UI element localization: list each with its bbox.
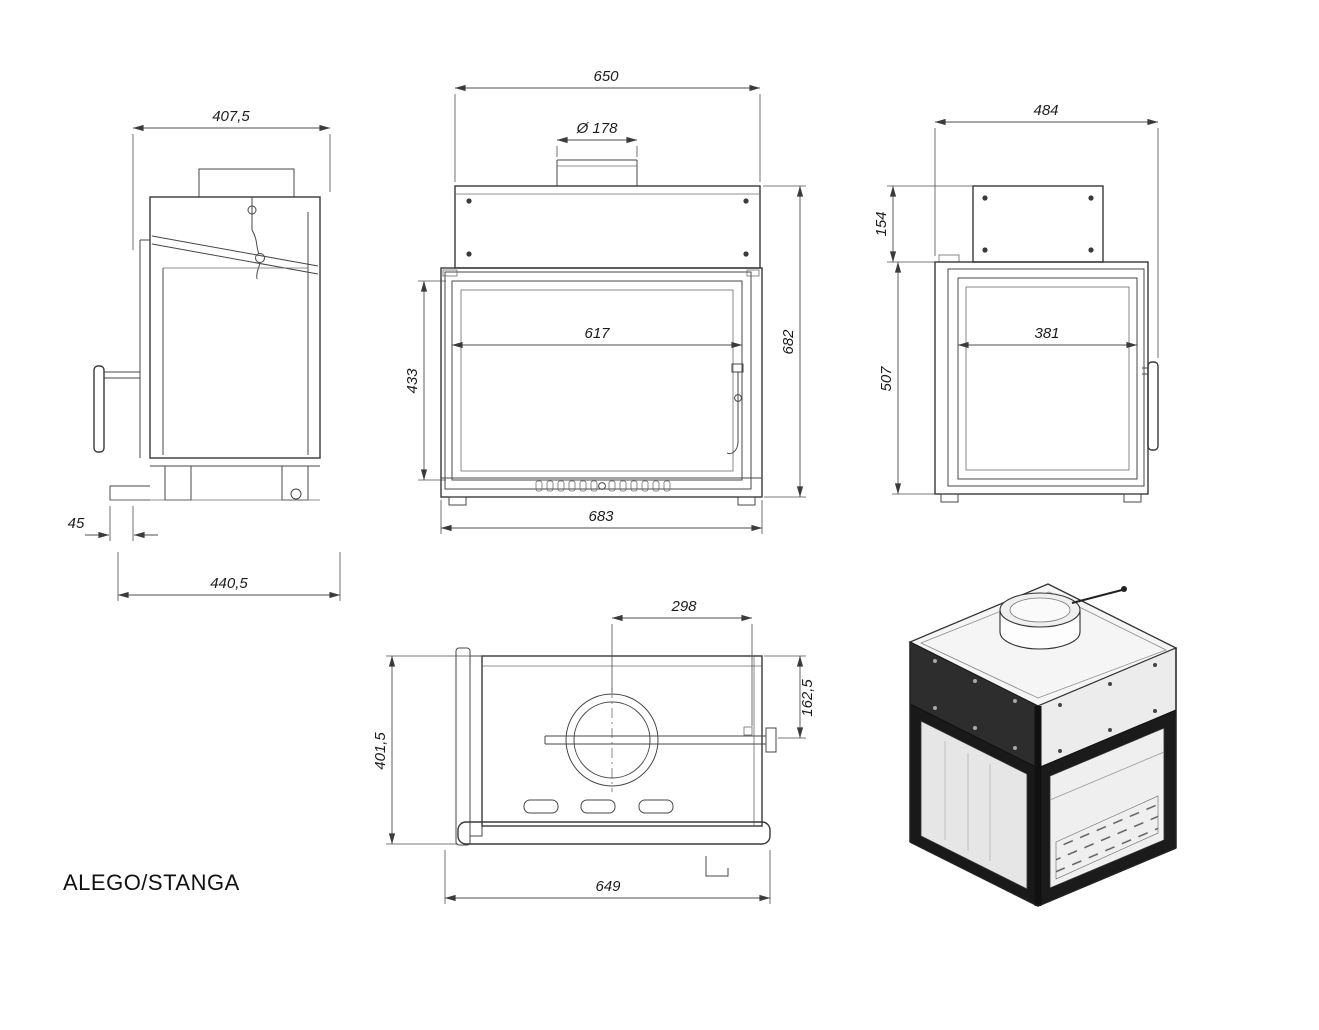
dim-side-left-front-offset: 45	[68, 506, 158, 541]
dim-side-right-body-height: 507	[878, 261, 935, 495]
grate-3d	[1055, 795, 1159, 880]
dim-plan-flue-offset-x: 298	[611, 598, 753, 726]
damper-knob	[1121, 586, 1127, 592]
screw-dot	[1088, 195, 1094, 201]
dim-label-617: 617	[584, 325, 610, 342]
side-handle	[93, 365, 105, 453]
dim-label-649: 649	[595, 878, 621, 895]
dim-label-162-5: 162,5	[799, 679, 816, 717]
side-glass-3d	[909, 703, 1039, 907]
dim-label-407-5: 407,5	[212, 108, 250, 125]
screw-dot	[982, 195, 988, 201]
plan-part	[455, 647, 777, 877]
screw-dot	[743, 198, 749, 204]
view-side-right: 484 154 381 507	[873, 102, 1159, 503]
dim-label-381: 381	[1034, 325, 1059, 342]
dim-label-433: 433	[404, 368, 421, 394]
dim-side-right-total-depth: 484	[934, 102, 1159, 358]
dim-plan-total-depth: 649	[444, 850, 771, 904]
front-glass-3d	[1037, 709, 1177, 907]
dim-label-683: 683	[588, 508, 614, 525]
grille-knob	[598, 482, 606, 490]
screw-dot	[743, 251, 749, 257]
dim-plan-inner-depth: 401,5	[372, 655, 482, 845]
front-door-handle	[726, 363, 744, 455]
dim-label-484: 484	[1033, 102, 1058, 119]
screw-dot	[466, 198, 472, 204]
dim-label-178: Ø 178	[576, 120, 619, 137]
dim-side-left-top-width: 407,5	[132, 108, 331, 250]
dim-side-right-glass-width: 381	[957, 325, 1138, 349]
dim-label-298: 298	[670, 598, 697, 615]
dim-label-401-5: 401,5	[372, 732, 389, 770]
dim-label-154: 154	[873, 211, 890, 236]
view-front: 650 Ø 178 617 433 682 683	[404, 68, 806, 534]
view-3d	[908, 583, 1178, 907]
side-handle	[1147, 361, 1159, 451]
flue-collar-3d	[999, 586, 1127, 650]
dim-side-right-hood-height: 154	[873, 185, 973, 263]
dim-front-top-width: 650	[454, 68, 761, 182]
dim-front-glass-height: 433	[404, 280, 446, 481]
view-side-left: 407,5 45 440,5	[68, 108, 341, 601]
side-left-part	[93, 168, 321, 501]
dim-front-glass-width: 617	[451, 325, 743, 349]
dim-plan-flue-offset-y: 162,5	[764, 655, 816, 739]
screw-dot	[1088, 247, 1094, 253]
dim-front-total-width: 683	[440, 500, 763, 534]
dim-label-682: 682	[780, 329, 797, 355]
dim-side-left-total-depth: 440,5	[117, 552, 341, 601]
dim-front-flue-diameter: Ø 178	[556, 120, 638, 157]
screw-dot	[982, 247, 988, 253]
front-part	[440, 159, 763, 506]
dim-label-507: 507	[878, 366, 895, 392]
dim-label-440-5: 440,5	[210, 575, 248, 592]
dim-label-45: 45	[68, 515, 85, 532]
dim-front-total-height: 682	[763, 185, 806, 498]
screw-dot	[466, 251, 472, 257]
dim-label-650: 650	[593, 68, 619, 85]
view-plan: 298 162,5 401,5 649	[372, 598, 816, 904]
product-title: ALEGO/STANGA	[63, 870, 240, 895]
side-right-part	[934, 185, 1159, 503]
